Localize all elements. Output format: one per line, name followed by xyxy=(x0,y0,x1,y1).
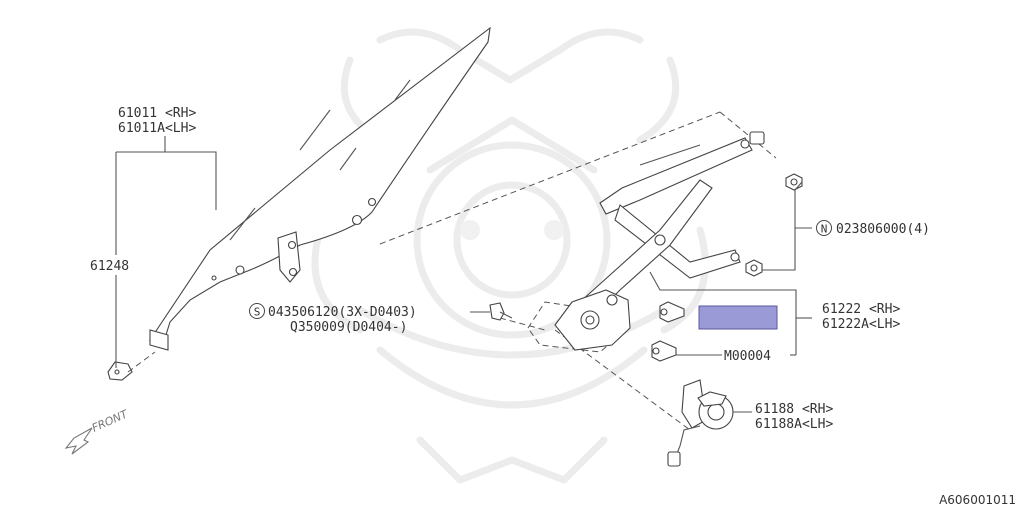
leader-lines xyxy=(115,136,812,413)
callout-nut-code: 023806000(4) xyxy=(836,222,930,237)
highlight-box xyxy=(698,305,778,330)
figure-id: A606001011 xyxy=(939,493,1016,507)
screw xyxy=(489,302,513,321)
callout-regulator-rh: 61222 <RH> xyxy=(822,302,900,317)
front-indicator: FRONT xyxy=(64,407,131,455)
nut-symbol-circle xyxy=(816,220,832,236)
window-regulator xyxy=(554,131,765,351)
regulator-nuts xyxy=(745,173,803,277)
screw-symbol: S xyxy=(254,306,261,319)
regulator-bolts xyxy=(651,301,685,362)
callout-motor-rh: 61188 <RH> xyxy=(755,402,833,417)
callout-screw-line1: 043506120(3X-D0403) xyxy=(268,305,417,320)
front-arrow-icon xyxy=(64,427,93,455)
front-label: FRONT xyxy=(90,407,131,435)
callout-glass-rh: 61011 <RH> xyxy=(118,106,196,121)
glass-channel-clip xyxy=(107,351,156,381)
regulator-motor xyxy=(667,379,734,467)
callout-glass-lh: 61011A<LH> xyxy=(118,121,196,136)
callout-channel: 61248 xyxy=(90,259,129,274)
nut-symbol: N xyxy=(821,223,828,236)
door-glass xyxy=(148,26,491,351)
callout-bolt: M00004 xyxy=(724,349,771,364)
callout-motor-lh: 61188A<LH> xyxy=(755,417,833,432)
callout-screw-line2: Q350009(D0404-) xyxy=(290,320,407,335)
screw-symbol-circle xyxy=(249,303,265,319)
callout-regulator-lh: 61222A<LH> xyxy=(822,317,900,332)
